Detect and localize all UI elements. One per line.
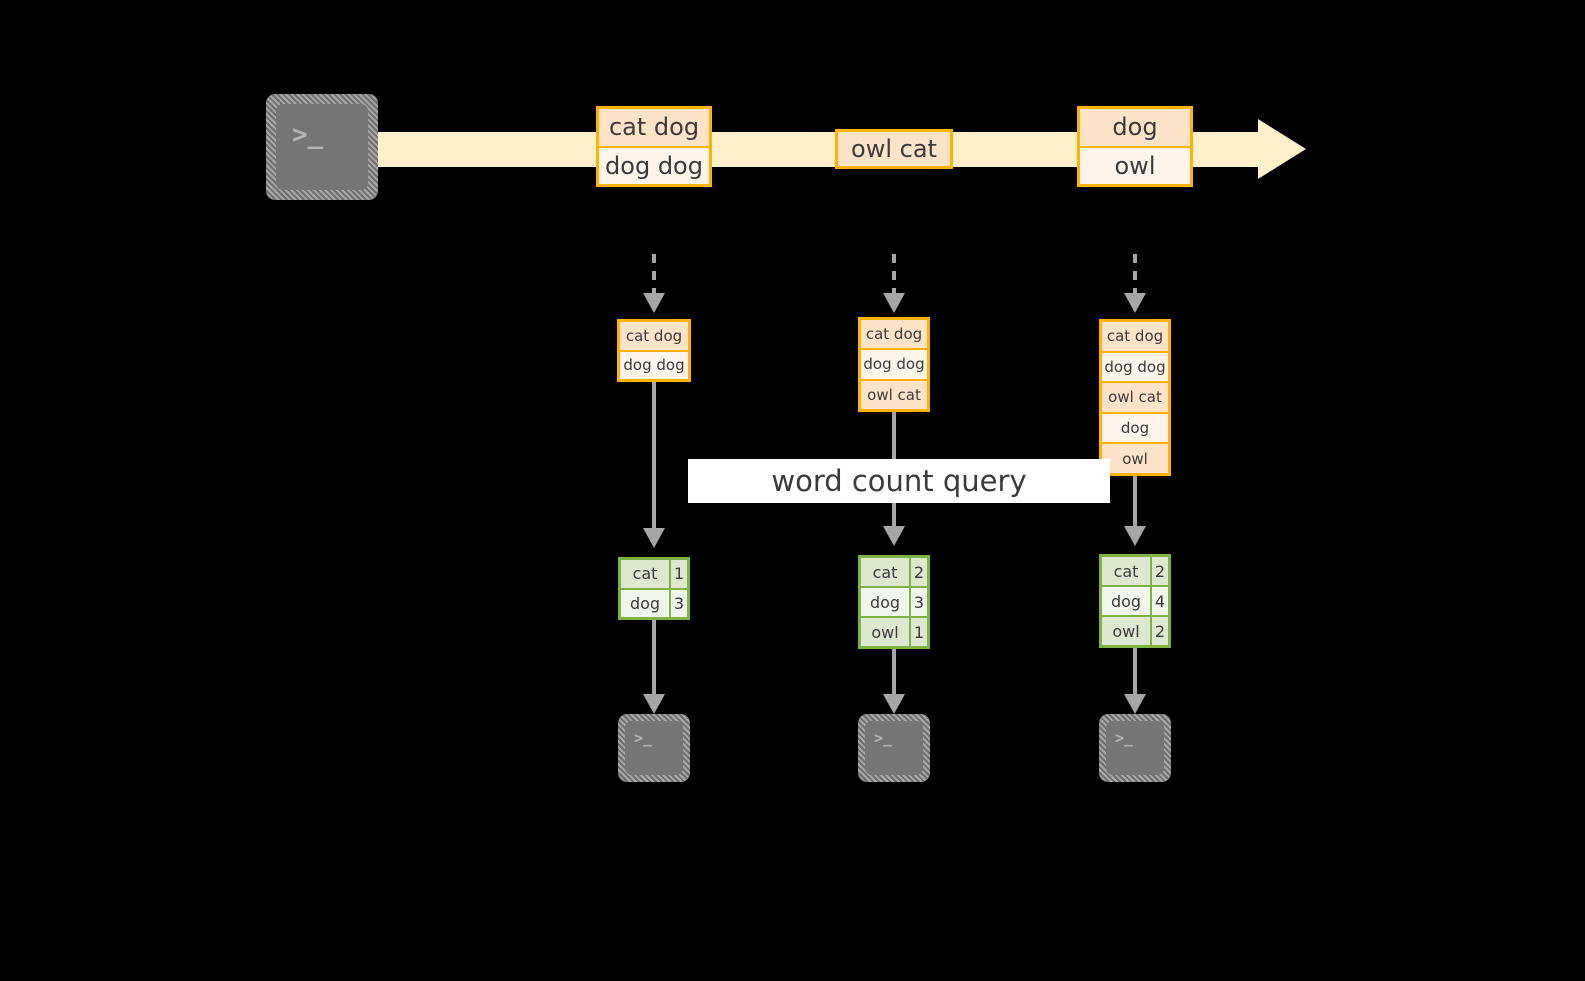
result-table-2-row-1-count: 2: [909, 558, 927, 586]
stream-event-1-line-1: cat dog: [599, 109, 709, 146]
query-arrow-1-head: [643, 528, 665, 548]
result-table-1-row-1-word: cat: [621, 560, 669, 588]
sink-terminal-1[interactable]: >_: [618, 714, 690, 782]
buffer-3-line-1: cat dog: [1102, 322, 1168, 351]
buffer-3-line-5: owl: [1102, 442, 1168, 473]
result-table-2-row-2: dog 3: [861, 586, 927, 616]
result-table-3-row-3-word: owl: [1102, 617, 1150, 645]
result-table-2-row-3: owl 1: [861, 616, 927, 646]
sink-terminal-3[interactable]: >_: [1099, 714, 1171, 782]
result-table-1[interactable]: cat 1 dog 3: [618, 557, 690, 620]
stream-event-3-line-2: owl: [1080, 145, 1190, 184]
tap-arrow-2-shaft: [892, 254, 896, 295]
terminal-body: [276, 104, 368, 190]
sink-arrow-3-head: [1124, 694, 1146, 714]
stream-event-2[interactable]: owl cat: [835, 129, 953, 169]
buffer-3[interactable]: cat dog dog dog owl cat dog owl: [1099, 319, 1171, 476]
result-table-3-row-3-count: 2: [1150, 617, 1168, 645]
buffer-3-line-3: owl cat: [1102, 381, 1168, 412]
buffer-1-line-1: cat dog: [620, 322, 688, 350]
sink-arrow-1-shaft: [652, 620, 656, 696]
query-arrow-3-shaft: [1133, 476, 1137, 528]
sink-terminal-3-body: [1106, 721, 1164, 775]
result-table-1-row-1-count: 1: [669, 560, 687, 588]
result-table-2-row-2-word: dog: [861, 588, 909, 616]
result-table-1-row-1: cat 1: [621, 560, 687, 588]
sink-terminal-1-prompt-glyph: >_: [634, 729, 653, 747]
result-table-2[interactable]: cat 2 dog 3 owl 1: [858, 555, 930, 649]
stream-event-3[interactable]: dog owl: [1077, 106, 1193, 187]
query-arrow-2-head: [883, 526, 905, 546]
tap-arrow-3-shaft: [1133, 254, 1137, 295]
result-table-2-row-2-count: 3: [909, 588, 927, 616]
buffer-1[interactable]: cat dog dog dog: [617, 319, 691, 382]
source-terminal-icon[interactable]: >_: [266, 94, 378, 200]
buffer-2-line-3: owl cat: [861, 378, 927, 409]
stream-event-3-line-1: dog: [1080, 109, 1190, 146]
stream-event-1-line-2: dog dog: [599, 145, 709, 184]
terminal-prompt-glyph: >_: [292, 120, 324, 150]
stream-arrow-head: [1258, 119, 1306, 179]
result-table-1-row-2-word: dog: [621, 589, 669, 617]
result-table-3-row-3: owl 2: [1102, 615, 1168, 645]
query-arrow-3-head: [1124, 526, 1146, 546]
buffer-2[interactable]: cat dog dog dog owl cat: [858, 317, 930, 412]
stream-event-1[interactable]: cat dog dog dog: [596, 106, 712, 187]
sink-terminal-2[interactable]: >_: [858, 714, 930, 782]
result-table-3-row-1: cat 2: [1102, 557, 1168, 585]
result-table-1-row-2: dog 3: [621, 587, 687, 617]
sink-terminal-2-prompt-glyph: >_: [874, 729, 893, 747]
sink-arrow-2-head: [883, 694, 905, 714]
sink-arrow-2-shaft: [892, 649, 896, 696]
stream-event-2-line-1: owl cat: [838, 132, 950, 166]
buffer-2-line-1: cat dog: [861, 320, 927, 349]
result-table-3-row-2-word: dog: [1102, 587, 1150, 615]
result-table-3-row-1-count: 2: [1150, 557, 1168, 585]
result-table-2-row-3-count: 1: [909, 618, 927, 646]
result-table-2-row-1-word: cat: [861, 558, 909, 586]
tap-arrow-1-shaft: [652, 254, 656, 295]
sink-terminal-2-body: [865, 721, 923, 775]
tap-arrow-1-head: [643, 293, 665, 313]
tap-arrow-3-head: [1124, 293, 1146, 313]
result-table-3[interactable]: cat 2 dog 4 owl 2: [1099, 554, 1171, 648]
sink-terminal-1-body: [625, 721, 683, 775]
buffer-3-line-2: dog dog: [1102, 350, 1168, 382]
tap-arrow-2-head: [883, 293, 905, 313]
query-arrow-1-shaft: [652, 382, 656, 530]
result-table-3-row-2-count: 4: [1150, 587, 1168, 615]
result-table-3-row-2: dog 4: [1102, 585, 1168, 615]
result-table-2-row-1: cat 2: [861, 558, 927, 586]
result-table-2-row-3-word: owl: [861, 618, 909, 646]
buffer-1-line-2: dog dog: [620, 349, 688, 379]
result-table-3-row-1-word: cat: [1102, 557, 1150, 585]
sink-arrow-1-head: [643, 694, 665, 714]
buffer-3-line-4: dog: [1102, 411, 1168, 443]
sink-terminal-3-prompt-glyph: >_: [1115, 729, 1134, 747]
sink-arrow-3-shaft: [1133, 648, 1137, 696]
query-label: word count query: [688, 459, 1110, 503]
result-table-1-row-2-count: 3: [669, 589, 687, 617]
buffer-2-line-2: dog dog: [861, 348, 927, 379]
